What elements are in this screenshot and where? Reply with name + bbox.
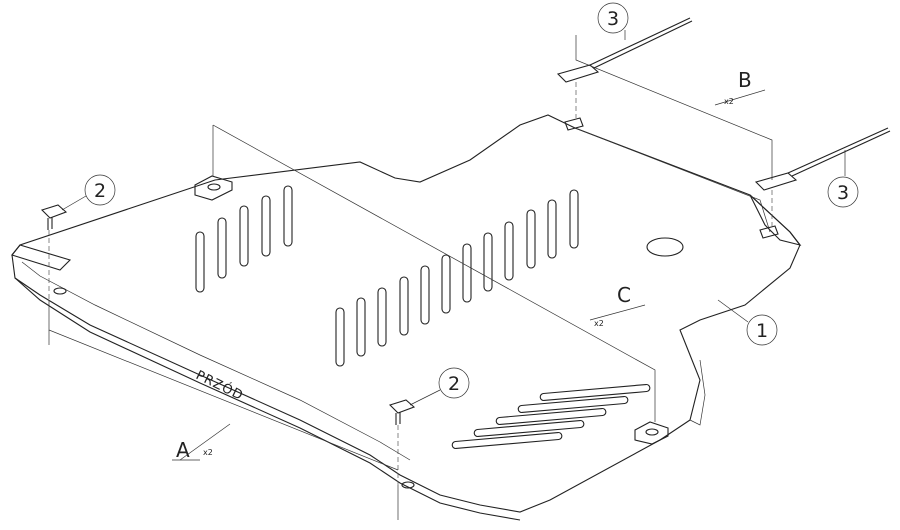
clip-right bbox=[754, 127, 891, 191]
callout-3-right-number: 3 bbox=[837, 182, 849, 204]
callout-2-right: 2 bbox=[409, 367, 470, 406]
group-C-letter: C bbox=[617, 283, 631, 307]
skid-plate bbox=[11, 114, 802, 521]
callout-1-number: 1 bbox=[756, 320, 768, 342]
group-C-qty: x2 bbox=[594, 319, 604, 328]
group-B-qty: x2 bbox=[724, 97, 734, 106]
callout-3-top-number: 3 bbox=[607, 8, 619, 30]
projection-lines bbox=[48, 82, 773, 485]
plate-brackets bbox=[53, 117, 779, 489]
clip-top bbox=[556, 17, 693, 83]
bolt-left bbox=[40, 204, 68, 230]
group-B-bracket bbox=[575, 35, 773, 180]
callout-2-left: 2 bbox=[61, 174, 116, 211]
callout-2-right-number: 2 bbox=[448, 373, 460, 395]
group-B-letter: B bbox=[738, 68, 752, 92]
callout-3-top: 3 bbox=[597, 2, 629, 40]
bolt-right bbox=[388, 399, 416, 425]
group-A-bracket bbox=[48, 300, 399, 520]
group-C-bracket bbox=[212, 124, 656, 422]
group-A-qty: x2 bbox=[203, 448, 213, 457]
callout-1: 1 bbox=[717, 299, 778, 346]
vent-slots bbox=[195, 185, 651, 450]
callout-3-right: 3 bbox=[827, 150, 859, 208]
callout-2-left-number: 2 bbox=[94, 180, 106, 202]
group-A-letter: A bbox=[176, 438, 190, 462]
